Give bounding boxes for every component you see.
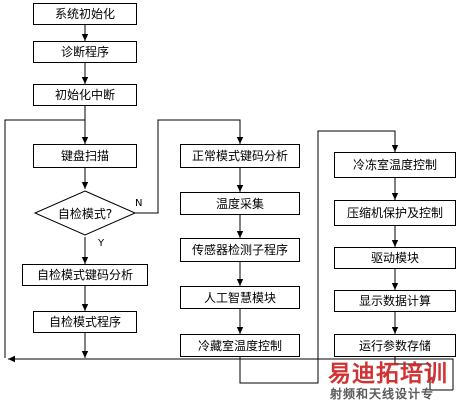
node-compressor-control: 压缩机保护及控制 (334, 200, 456, 226)
node-self-check-program: 自检模式程序 (33, 311, 137, 333)
node-ai-module: 人工智慧模块 (180, 286, 300, 309)
node-drive-module: 驱动模块 (334, 247, 456, 269)
node-display-calc: 显示数据计算 (334, 290, 456, 312)
edge-store-return (394, 357, 453, 391)
node-init-interrupt: 初始化中断 (33, 84, 137, 106)
edge-fridge-freezer (239, 130, 399, 384)
node-diagnostics: 诊断程序 (33, 41, 137, 63)
decision-diamond (33, 190, 137, 236)
node-self-check-key-analysis: 自检模式键码分析 (22, 264, 148, 286)
watermark-sub-text: 射频和天线设计专 (330, 387, 435, 401)
node-freezer-temp-control: 冷冻室温度控制 (334, 152, 456, 178)
node-system-init: 系统初始化 (33, 3, 137, 25)
watermark-logo: 易迪拓培训 射频和天线设计专 (322, 352, 456, 402)
edge-return-merge (7, 355, 454, 390)
node-temperature-sampling: 温度采集 (180, 192, 300, 215)
watermark-main-text: 易迪拓培训 (328, 360, 448, 387)
edge-no-branch (135, 119, 244, 214)
node-key-scan: 键盘扫描 (33, 144, 137, 168)
node-self-check-decision: 自检模式? (57, 206, 113, 221)
node-normal-key-analysis: 正常模式键码分析 (180, 144, 300, 168)
label-yes: Y (98, 238, 105, 249)
node-fridge-temp-control: 冷藏室温度控制 (180, 334, 300, 357)
label-no: N (135, 198, 143, 209)
node-sensor-detection: 传感器检测子程序 (180, 238, 300, 262)
node-param-storage: 运行参数存储 (334, 334, 456, 357)
edge-loop-back (4, 119, 85, 358)
